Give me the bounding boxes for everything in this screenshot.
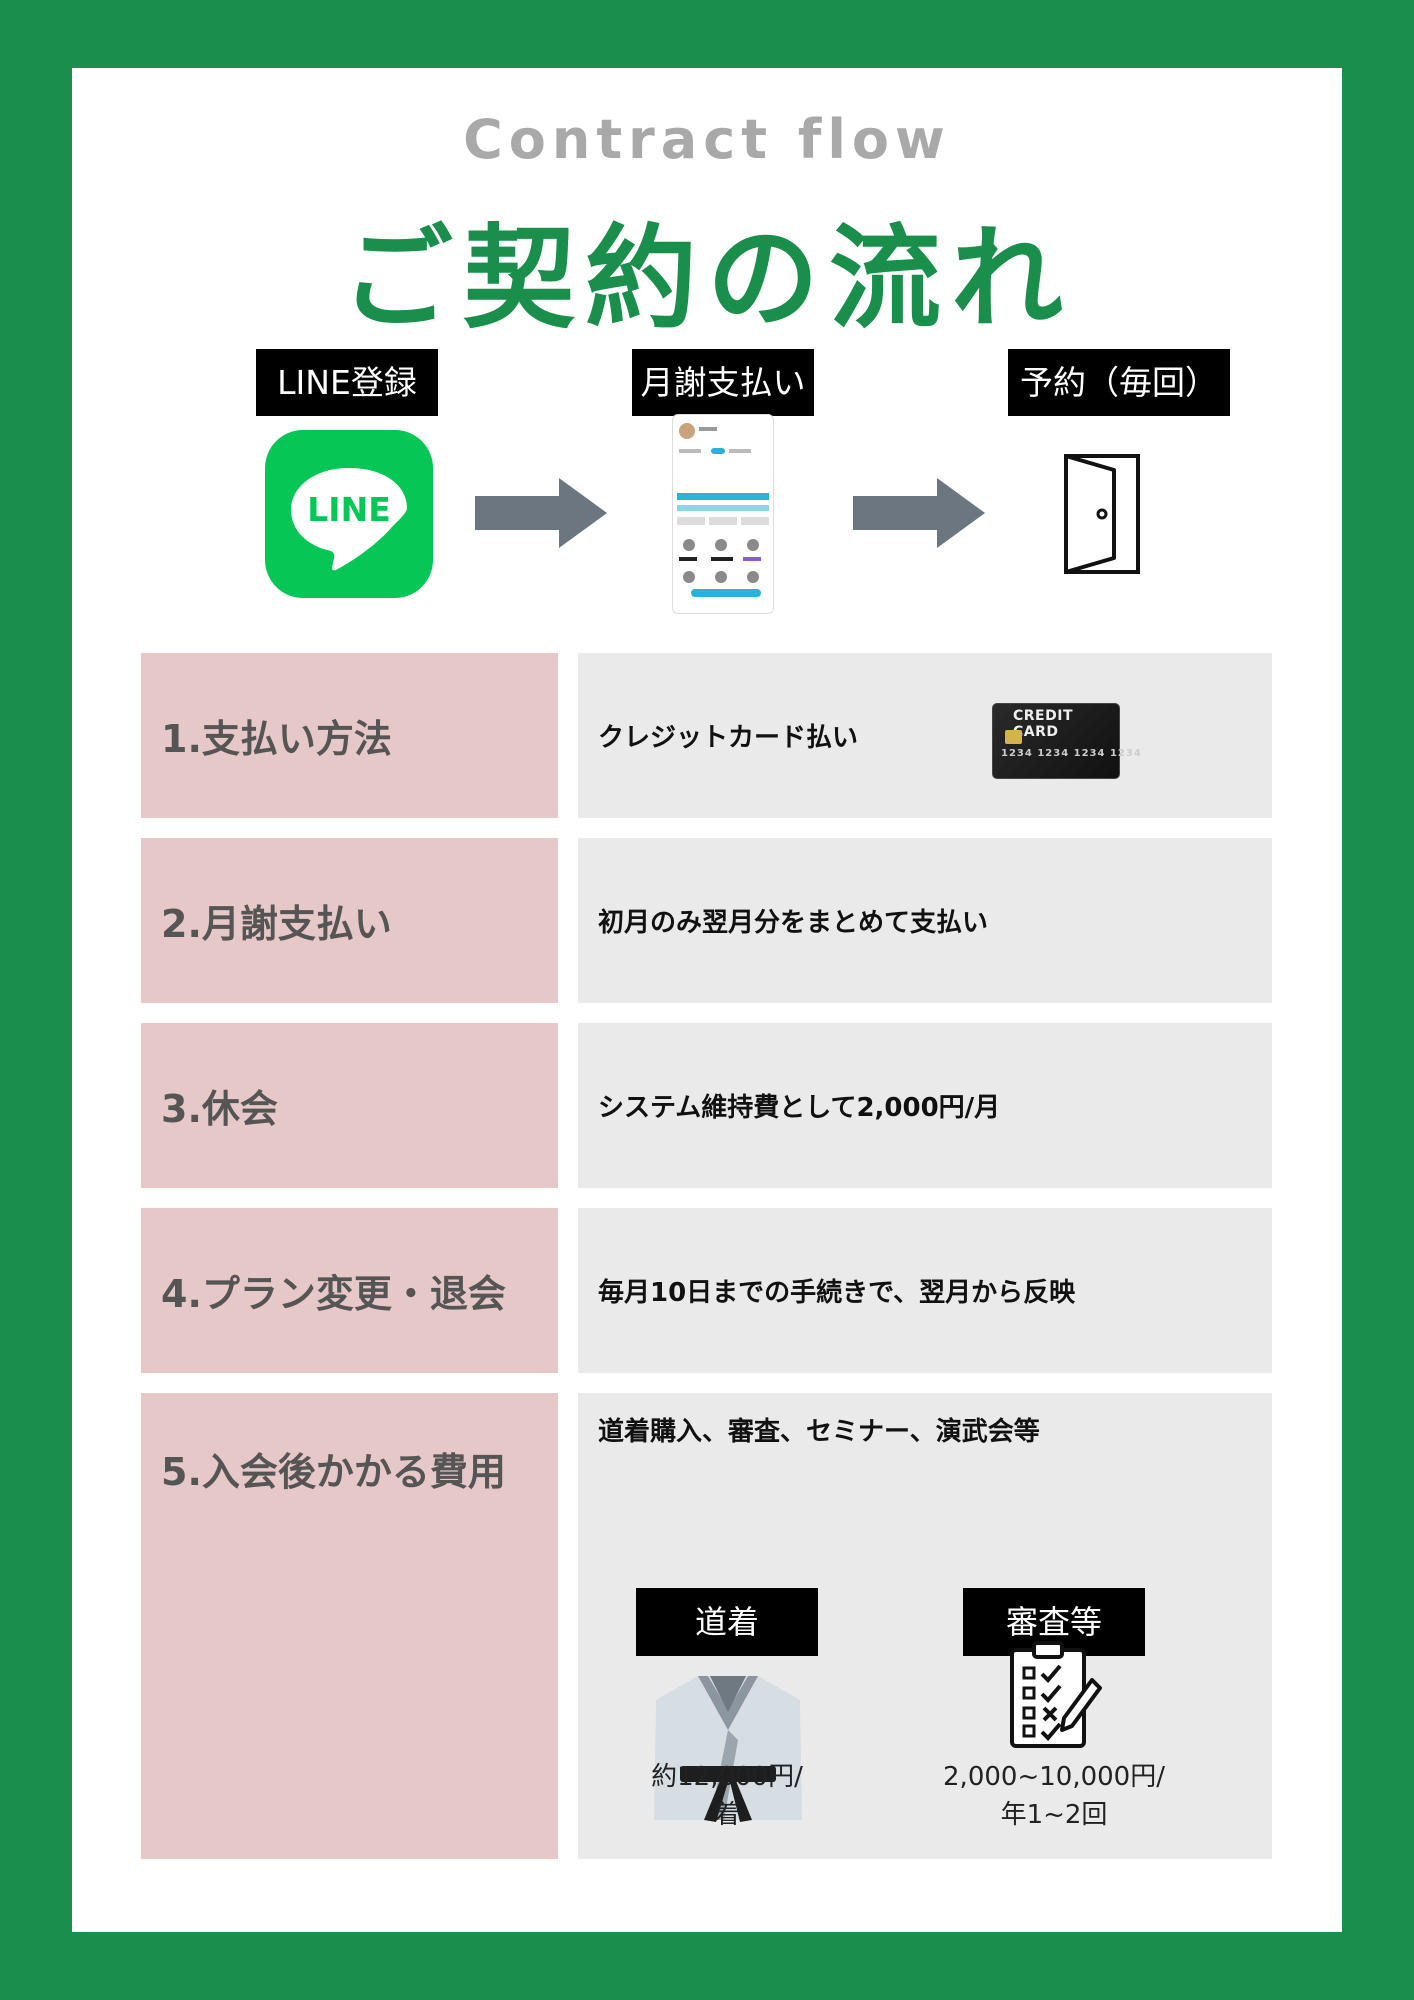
page-title: ご契約の流れ: [341, 214, 1073, 344]
door-icon: [1064, 454, 1140, 574]
additional-costs-text: 道着購入、審査、セミナー、演武会等: [598, 1417, 1040, 1447]
app-screenshot: [672, 414, 774, 614]
row-heading-suspension: 3.休会: [141, 1023, 558, 1188]
credit-card-numbers: 1234 1234 1234 1234: [1001, 748, 1142, 759]
step-label-reservation: 予約（毎回）: [1008, 349, 1230, 416]
page-subtitle: Contract flow: [463, 108, 951, 171]
credit-card-icon: CREDIT CARD 1234 1234 1234 1234: [992, 703, 1141, 779]
exam-price-line2: 年1~2回: [1000, 1800, 1108, 1830]
row-detail-monthly-fee: 初月のみ翌月分をまとめて支払い: [578, 838, 1272, 1003]
exam-price: 2,000~10,000円/ 年1~2回: [934, 1758, 1174, 1834]
card-chip-icon: [1005, 730, 1022, 744]
gi-price-line2: 着: [713, 1800, 740, 1830]
step-label-line: LINE登録: [256, 349, 438, 416]
payment-method-text: クレジットカード払い: [598, 723, 859, 753]
arrow-right-icon: [475, 478, 607, 548]
row-heading-payment-method: 1.支払い方法: [141, 653, 558, 818]
checklist-clipboard-icon: [1010, 1641, 1102, 1748]
row-detail-suspension: システム維持費として2,000円/月: [578, 1023, 1272, 1188]
row-heading-monthly-fee: 2.月謝支払い: [141, 838, 558, 1003]
contract-flow-card: Contract flow ご契約の流れ LINE登録 月謝支払い 予約（毎回）…: [72, 68, 1342, 1932]
row-detail-plan-change: 毎月10日までの手続きで、翌月から反映: [578, 1208, 1272, 1373]
line-app-icon: LINE: [265, 430, 433, 598]
credit-card-label: CREDIT CARD: [1013, 708, 1073, 740]
gi-price-line1: 約12,000円/: [651, 1762, 803, 1792]
exam-price-line1: 2,000~10,000円/: [943, 1762, 1165, 1792]
row-detail-payment-method: クレジットカード払い CREDIT CARD 1234 1234 1234 12…: [578, 653, 1272, 818]
karate-gi-icon: [654, 1676, 802, 1822]
row-heading-additional-costs: 5.入会後かかる費用: [141, 1393, 558, 1859]
row-heading-plan-change: 4.プラン変更・退会: [141, 1208, 558, 1373]
line-logo-text: LINE: [307, 490, 390, 529]
item-label-gi: 道着: [636, 1588, 818, 1656]
step-label-payment: 月謝支払い: [632, 349, 814, 416]
gi-price: 約12,000円/ 着: [616, 1758, 838, 1834]
arrow-right-icon: [853, 478, 985, 548]
